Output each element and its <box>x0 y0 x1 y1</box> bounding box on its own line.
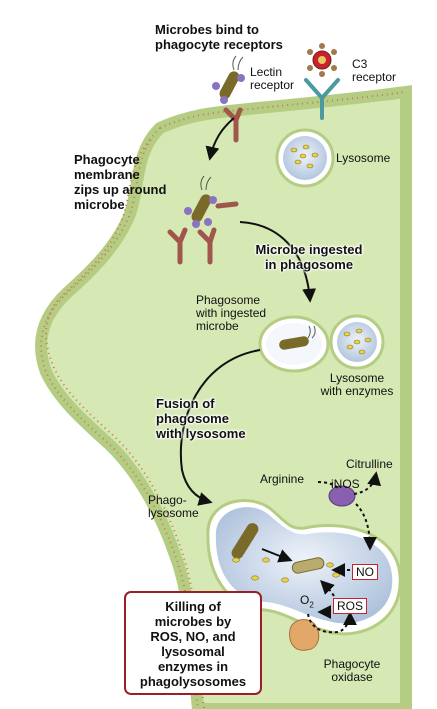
ros-label: ROS <box>333 598 368 614</box>
phagosome <box>258 315 330 373</box>
cell-membrane-dots-left <box>40 127 199 709</box>
no-label: NO <box>352 564 378 580</box>
zipping-microbe <box>167 175 239 265</box>
step-fusion-label: Fusion of phagosome with lysosome <box>156 396 246 441</box>
c3-receptor-label: C3 receptor <box>352 57 397 84</box>
c3-receptor-and-complement <box>304 43 340 120</box>
arginine-label: Arginine <box>260 472 305 486</box>
killing-summary-text: Killing of microbes by ROS, NO, and lyso… <box>139 599 247 689</box>
lectin-receptor <box>223 107 243 143</box>
inos-enzyme <box>328 485 356 507</box>
phagocyte-oxidase-enzyme <box>289 619 320 651</box>
phagolysosome-label: Phago- lysosome <box>148 493 199 520</box>
step-zip-label: Phagocyte membrane zips up around microb… <box>74 152 167 212</box>
inner-membrane-dots <box>45 139 205 709</box>
lysosome-with-enzymes <box>329 314 385 370</box>
lysosome-label: Lysosome <box>336 151 391 165</box>
cell-membrane-dots <box>159 91 407 129</box>
o2-label: O2 <box>300 593 314 610</box>
lysosome <box>275 128 335 188</box>
step-bind-label: Microbes bind to phagocyte receptors <box>155 22 283 52</box>
step-ingest-label: Microbe ingested in phagosome <box>255 242 363 272</box>
citrulline-label: Citrulline <box>346 457 393 471</box>
phagocyte-oxidase-label: Phagocyte oxidase <box>323 657 381 684</box>
inos-label: iNOS <box>331 477 360 491</box>
lysosome-enzymes-label: Lysosome with enzymes <box>320 371 394 398</box>
reaction-arrows <box>307 471 382 634</box>
killing-summary-box: Killing of microbes by ROS, NO, and lyso… <box>124 591 262 695</box>
pathway-arrows <box>179 117 317 563</box>
phagosome-label: Phagosome with ingested microbe <box>196 293 267 333</box>
lectin-receptor-label: Lectin receptor <box>250 65 295 92</box>
surface-microbe-1 <box>212 55 245 104</box>
o2-subscript: 2 <box>309 600 314 610</box>
